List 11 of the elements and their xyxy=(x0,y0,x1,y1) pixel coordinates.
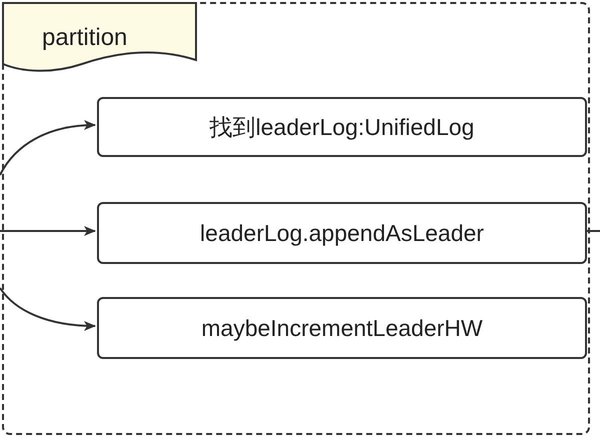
box-label: 找到leaderLog:UnifiedLog xyxy=(210,112,474,142)
arrow xyxy=(0,226,96,236)
box-label: leaderLog.appendAsLeader xyxy=(200,220,484,246)
group-title: partition xyxy=(42,24,128,52)
box-label: maybeIncrementLeaderHW xyxy=(201,314,483,342)
process-box xyxy=(97,297,587,359)
arrow xyxy=(0,287,96,331)
dashed-group-frame xyxy=(2,2,590,435)
process-box xyxy=(97,97,587,157)
process-box xyxy=(97,202,587,264)
arrow xyxy=(0,120,96,176)
